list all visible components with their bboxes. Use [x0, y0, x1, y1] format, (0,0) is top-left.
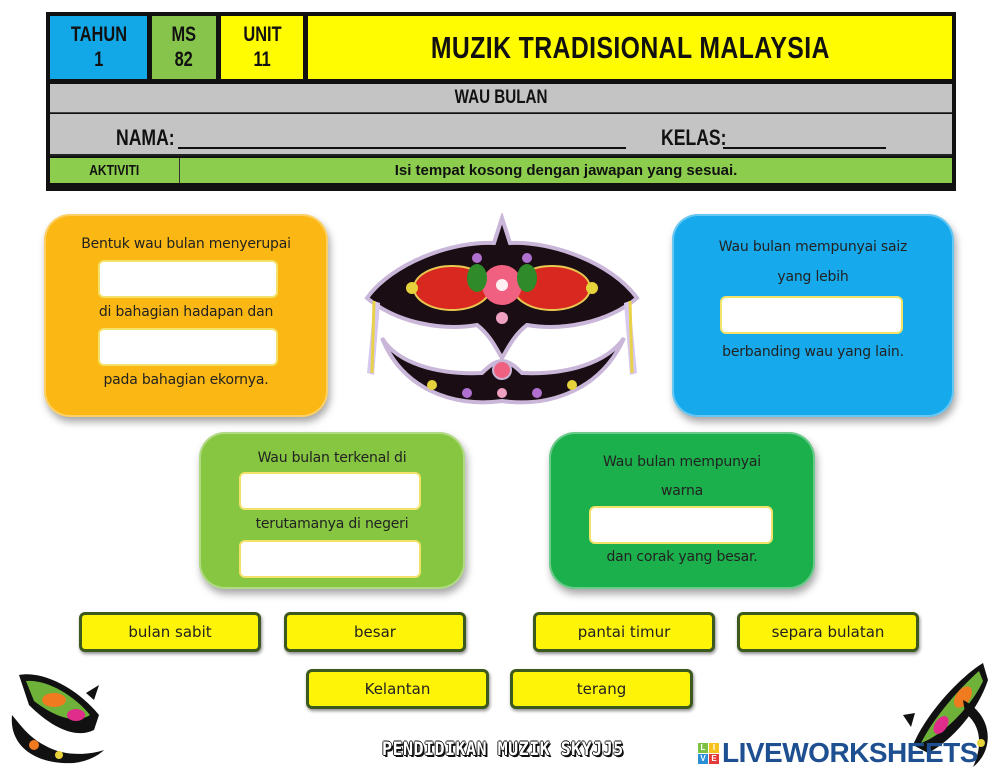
word-chip-bulan-sabit[interactable]: bulan sabit [79, 612, 261, 652]
unit-label: UNIT [242, 23, 282, 47]
student-info-row: NAMA: KELAS: [50, 114, 952, 156]
word-chip-kelantan[interactable]: Kelantan [306, 669, 489, 709]
footer-credit: PENDIDIKAN MUZIK SKYJJ5 [382, 738, 624, 760]
activity-row: AKTIVITI Isi tempat kosong dengan jawapa… [50, 158, 952, 183]
answer-drop-zone-1[interactable] [98, 260, 278, 298]
card-text: berbanding wau yang lain. [722, 344, 904, 360]
question-card-colour: Wau bulan mempunyai warna dan corak yang… [549, 432, 815, 589]
card-text: Bentuk wau bulan menyerupai [81, 236, 291, 252]
logo-letter: L [698, 742, 708, 753]
word-chip-terang[interactable]: terang [510, 669, 693, 709]
logo-letter: I [709, 742, 719, 753]
wau-kite-icon [903, 663, 988, 767]
card-text: dan corak yang besar. [606, 549, 758, 565]
answer-drop-zone-6[interactable] [589, 506, 773, 544]
aktiviti-label: AKTIVITI [89, 162, 140, 179]
card-text: warna [661, 483, 703, 499]
liveworksheets-logo-icon: L I V E [698, 742, 719, 764]
unit-cell: UNIT 11 [221, 16, 303, 79]
tahun-label: TAHUN [70, 23, 127, 47]
card-text: Wau bulan mempunyai saiz [718, 239, 908, 255]
kelas-label: KELAS: [661, 125, 727, 150]
card-text: di bahagian hadapan dan [98, 304, 274, 320]
card-text: terutamanya di negeri [255, 516, 409, 532]
title-cell: MUZIK TRADISIONAL MALAYSIA [308, 16, 952, 79]
card-text: Wau bulan mempunyai [603, 454, 761, 470]
ms-value: 82 [174, 47, 194, 71]
tahun-cell: TAHUN 1 [50, 16, 147, 79]
ms-label: MS [171, 23, 197, 47]
subtitle-row: WAU BULAN [50, 84, 952, 113]
answer-drop-zone-2[interactable] [98, 328, 278, 366]
wau-kite-icon [11, 674, 105, 764]
answer-drop-zone-4[interactable] [239, 472, 421, 510]
question-card-region: Wau bulan terkenal di terutamanya di neg… [199, 432, 465, 589]
liveworksheets-logo[interactable]: L I V E LIVEWORKSHEETS [698, 737, 978, 769]
aktiviti-cell: AKTIVITI [50, 158, 180, 183]
unit-value: 11 [253, 47, 271, 71]
kelas-field-line [723, 147, 886, 149]
logo-letter: V [698, 753, 708, 764]
card-text: pada bahagian ekornya. [103, 372, 269, 388]
nama-field-line [178, 147, 626, 149]
word-chip-pantai-timur[interactable]: pantai timur [533, 612, 715, 652]
answer-drop-zone-5[interactable] [239, 540, 421, 578]
header-top-row: TAHUN 1 MS 82 UNIT 11 MUZIK TRADISIONAL … [50, 16, 952, 79]
answer-drop-zone-3[interactable] [720, 296, 903, 334]
card-text: yang lebih [777, 269, 849, 285]
word-chip-besar[interactable]: besar [284, 612, 466, 652]
question-card-size: Wau bulan mempunyai saiz yang lebih berb… [672, 214, 954, 417]
wau-bulan-kite-icon [364, 213, 640, 405]
question-card-shape: Bentuk wau bulan menyerupai di bahagian … [44, 214, 328, 417]
ms-cell: MS 82 [152, 16, 216, 79]
tahun-value: 1 [93, 47, 104, 71]
page-title: MUZIK TRADISIONAL MALAYSIA [430, 29, 830, 65]
instruction-text: Isi tempat kosong dengan jawapan yang se… [394, 162, 738, 179]
page-subtitle: WAU BULAN [454, 87, 548, 108]
word-chip-separa-bulatan[interactable]: separa bulatan [737, 612, 919, 652]
liveworksheets-text: LIVEWORKSHEETS [722, 737, 978, 768]
logo-letter: E [709, 753, 719, 764]
nama-label: NAMA: [116, 125, 175, 150]
worksheet-header: TAHUN 1 MS 82 UNIT 11 MUZIK TRADISIONAL … [46, 12, 956, 191]
card-text: Wau bulan terkenal di [257, 450, 407, 466]
